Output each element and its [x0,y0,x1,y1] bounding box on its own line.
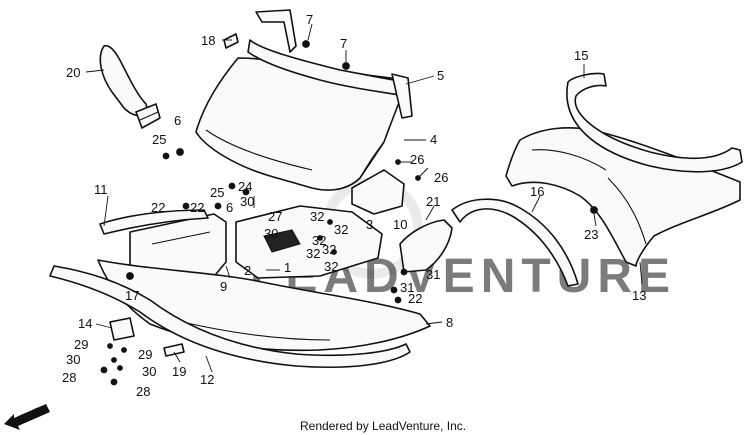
callout-19: 19 [172,364,186,379]
callout-31-b: 31 [400,280,414,295]
callout-13: 13 [632,288,646,303]
callout-26: 26 [410,152,424,167]
callout-17: 17 [125,288,139,303]
callout-7: 7 [306,12,313,27]
callout-12: 12 [200,372,214,387]
part-1-panel [235,205,383,279]
callout-22-b: 22 [190,200,204,215]
credit-text: Rendered by LeadVenture, Inc. [300,419,466,433]
callout-25: 25 [152,132,166,147]
callout-23: 23 [584,227,598,242]
callout-30: 30 [240,194,254,209]
callout-2: 2 [244,263,251,278]
callout-22-c: 22 [408,291,422,306]
callout-22: 22 [151,200,165,215]
fwd-arrow: FWD [4,404,50,430]
callout-32-b: 32 [334,222,348,237]
part-14-bracket [109,317,135,341]
callout-24: 24 [238,179,252,194]
part-5-top-rail [247,9,413,119]
callout-3: 3 [366,217,373,232]
callout-10: 10 [393,217,407,232]
part-19-strip [163,343,185,357]
callout-1: 1 [284,260,291,275]
callout-8: 8 [446,315,453,330]
callout-9: 9 [220,279,227,294]
leader-lines [85,23,643,373]
part-16-strip [451,198,579,287]
callout-7-b: 7 [340,36,347,51]
callout-20: 20 [66,65,80,80]
fwd-label: FWD [19,405,44,424]
callout-4: 4 [430,132,437,147]
callout-5: 5 [437,68,444,83]
callout-29-b: 29 [138,347,152,362]
callout-26-b: 26 [434,170,448,185]
callout-11: 11 [94,182,108,197]
callout-32: 32 [310,209,324,224]
callout-27: 27 [268,209,282,224]
callout-21: 21 [426,194,440,209]
part-20-mirror [99,44,161,129]
part-15-rail [566,72,743,173]
callout-18: 18 [201,33,215,48]
part-21-mirror [399,219,453,273]
part-3-bracket [351,169,405,215]
hardware-6-25 [162,148,184,160]
part-12-lower-trim [49,265,411,369]
callout-6: 6 [174,113,181,128]
callout-32-e: 32 [306,246,320,261]
callout-30-d: 30 [142,364,156,379]
callout-30-c: 30 [66,352,80,367]
callout-32-c: 32 [312,233,326,248]
part-11-strip [99,209,209,235]
callout-31: 31 [426,267,440,282]
callout-16: 16 [530,184,544,199]
callout-30-b: 30 [264,226,278,241]
callout-14: 14 [78,316,92,331]
callout-15: 15 [574,48,588,63]
callout-29: 29 [74,337,88,352]
callout-32-f: 32 [324,259,338,274]
callout-28-b: 28 [136,384,150,399]
callouts: 20 18 7 7 5 4 6 25 15 26 26 11 25 24 30 … [62,12,646,399]
callout-28: 28 [62,370,76,385]
callout-25-b: 25 [210,185,224,200]
part-7-bolts [302,40,350,70]
part-18-tag [223,33,239,49]
callout-6-b: 6 [226,200,233,215]
callout-32-d: 32 [322,242,336,257]
